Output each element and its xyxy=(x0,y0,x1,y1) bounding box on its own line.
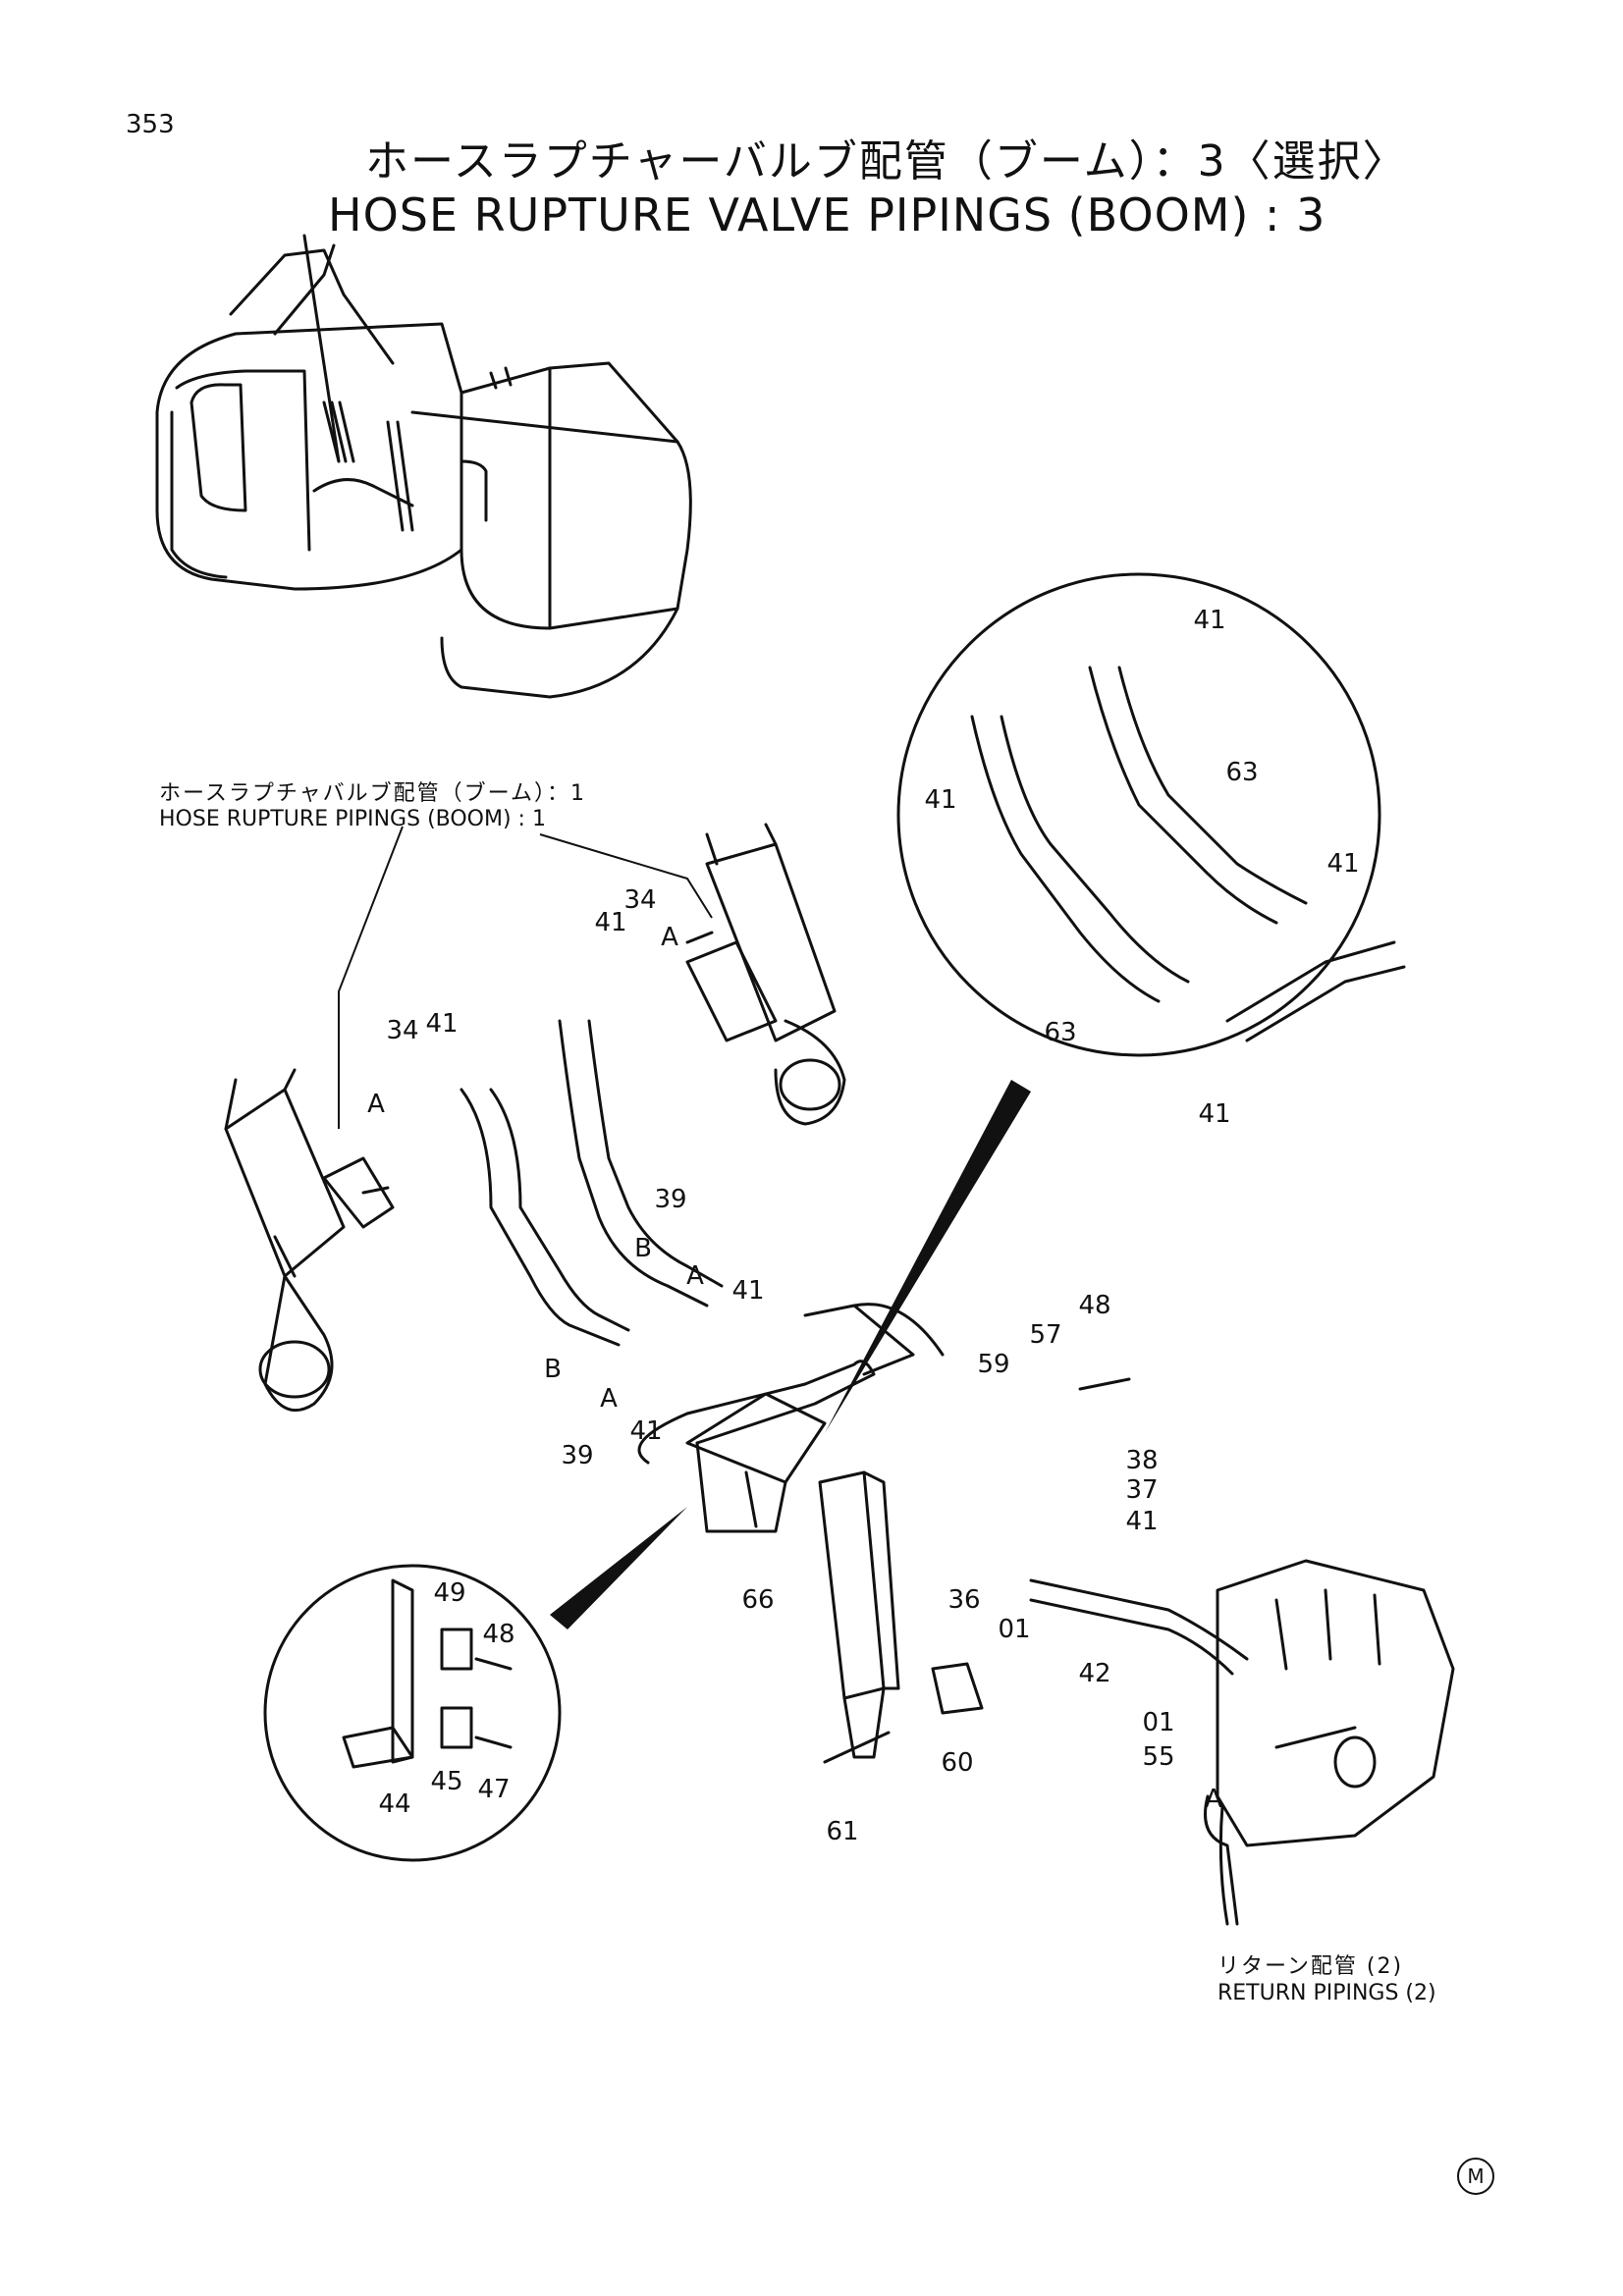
bolt-61 xyxy=(823,1731,891,1764)
part-label-b: B xyxy=(544,1355,562,1384)
detail-pointer-lower xyxy=(550,1507,687,1629)
part-label-48: 48 xyxy=(1078,1291,1111,1320)
part-label-41: 41 xyxy=(594,908,627,937)
part-label-34: 34 xyxy=(386,1016,419,1045)
excavator-overview xyxy=(155,234,692,699)
ref-upper-jp: ホースラプチャバルブ配管（ブーム）：1 xyxy=(159,781,587,806)
boom-cylinder-right xyxy=(685,823,846,1126)
part-label-42: 42 xyxy=(1078,1659,1111,1688)
bracket-66 xyxy=(818,1470,900,1759)
part-label-a: A xyxy=(367,1090,385,1119)
part-label-36: 36 xyxy=(947,1585,981,1615)
page-number: 353 xyxy=(126,110,175,139)
part-label-60: 60 xyxy=(941,1748,974,1778)
part-label-34: 34 xyxy=(623,885,657,915)
bracket-60 xyxy=(931,1662,984,1715)
part-label-41: 41 xyxy=(1198,1099,1231,1129)
part-label-01: 01 xyxy=(998,1615,1031,1644)
part-label-57: 57 xyxy=(1029,1320,1062,1350)
part-label-55: 55 xyxy=(1142,1742,1175,1772)
part-label-01: 01 xyxy=(1142,1708,1175,1737)
boom-cylinder-left xyxy=(224,1068,395,1413)
title-english: HOSE RUPTURE VALVE PIPINGS (BOOM) : 3 xyxy=(328,188,1326,241)
ref-lower-en: RETURN PIPINGS (2) xyxy=(1217,1981,1436,2005)
part-label-63: 63 xyxy=(1225,758,1259,787)
hose-39-upper xyxy=(558,1019,724,1308)
part-label-a: A xyxy=(686,1261,704,1291)
part-label-44: 44 xyxy=(378,1789,411,1819)
valve-block xyxy=(637,1303,945,1533)
part-label-b: B xyxy=(634,1234,652,1263)
part-label-48: 48 xyxy=(482,1620,515,1649)
title-japanese: ホースラプチャーバルブ配管（ブーム）：3〈選択〉 xyxy=(365,136,1408,187)
corner-mark: M xyxy=(1457,2158,1494,2195)
part-label-45: 45 xyxy=(430,1767,463,1796)
part-label-41: 41 xyxy=(924,785,957,815)
part-label-41: 41 xyxy=(1326,849,1360,879)
part-label-63: 63 xyxy=(1044,1018,1077,1047)
hose-39-lower xyxy=(460,1088,630,1347)
control-valve xyxy=(1204,1559,1455,1926)
part-label-a: A xyxy=(1205,1785,1222,1814)
ref-lower-jp: リターン配管 (2) xyxy=(1217,1954,1404,1979)
part-label-a: A xyxy=(661,923,678,952)
part-label-41: 41 xyxy=(629,1416,663,1446)
part-label-41: 41 xyxy=(425,1009,459,1039)
detail-bracket xyxy=(342,1578,513,1769)
part-label-66: 66 xyxy=(741,1585,775,1615)
ref-upper-en: HOSE RUPTURE PIPINGS (BOOM) : 1 xyxy=(159,807,546,831)
part-label-49: 49 xyxy=(433,1578,466,1608)
part-label-39: 39 xyxy=(654,1185,687,1214)
detail-pointer-upper xyxy=(825,1080,1031,1433)
part-label-59: 59 xyxy=(977,1350,1010,1379)
pipe-42 xyxy=(1029,1578,1249,1676)
part-label-47: 47 xyxy=(477,1775,511,1804)
detail-circle-hoses xyxy=(896,572,1381,1057)
part-label-38: 38 xyxy=(1125,1446,1159,1475)
detail-hoses xyxy=(970,666,1406,1042)
part-label-41: 41 xyxy=(1125,1507,1159,1536)
bolt-48 xyxy=(1078,1377,1131,1391)
part-label-a: A xyxy=(600,1384,618,1414)
part-label-61: 61 xyxy=(826,1817,859,1846)
part-label-41: 41 xyxy=(731,1276,765,1306)
part-label-41: 41 xyxy=(1193,606,1226,635)
part-label-39: 39 xyxy=(561,1441,594,1470)
detail-circle-bracket xyxy=(263,1564,562,1862)
part-label-37: 37 xyxy=(1125,1475,1159,1505)
